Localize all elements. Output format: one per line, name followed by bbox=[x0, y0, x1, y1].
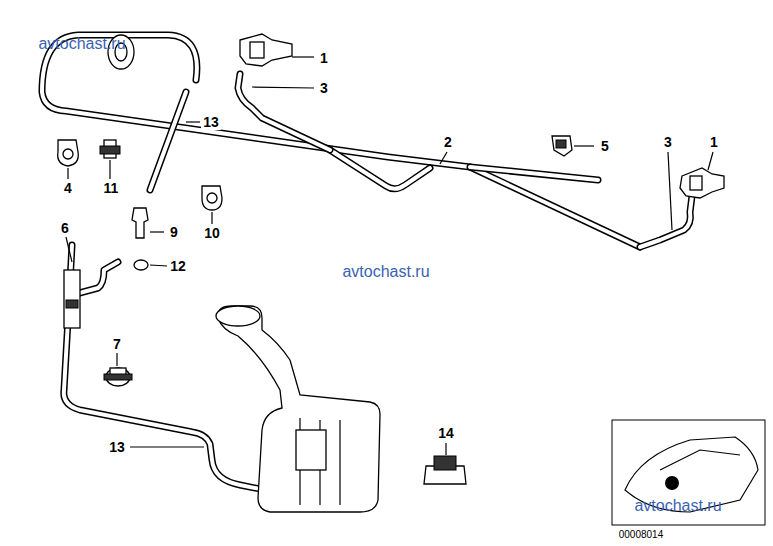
callout-number: 14 bbox=[436, 425, 456, 441]
callout-number: 10 bbox=[202, 225, 222, 241]
callout-number: 1 bbox=[318, 50, 330, 66]
callout-number: 1 bbox=[708, 134, 720, 150]
diagram-code: 00008014 bbox=[617, 529, 666, 541]
callout-number: 4 bbox=[62, 180, 74, 196]
watermark: avtochast.ru bbox=[342, 264, 429, 280]
watermark: avtochast.ru bbox=[634, 498, 721, 514]
watermark: avtochast.ru bbox=[38, 36, 125, 52]
callout-number: 2 bbox=[442, 134, 454, 150]
callout-number: 12 bbox=[168, 258, 188, 274]
callout-number: 6 bbox=[59, 220, 71, 236]
callout-number: 7 bbox=[111, 336, 123, 352]
callout-number: 9 bbox=[168, 224, 180, 240]
callout-number: 13 bbox=[201, 114, 221, 130]
callout-number: 5 bbox=[599, 138, 611, 154]
callout-number: 13 bbox=[107, 439, 127, 455]
callout-number: 11 bbox=[102, 180, 121, 196]
callout-number: 3 bbox=[662, 134, 674, 150]
callout-number: 3 bbox=[318, 80, 330, 96]
